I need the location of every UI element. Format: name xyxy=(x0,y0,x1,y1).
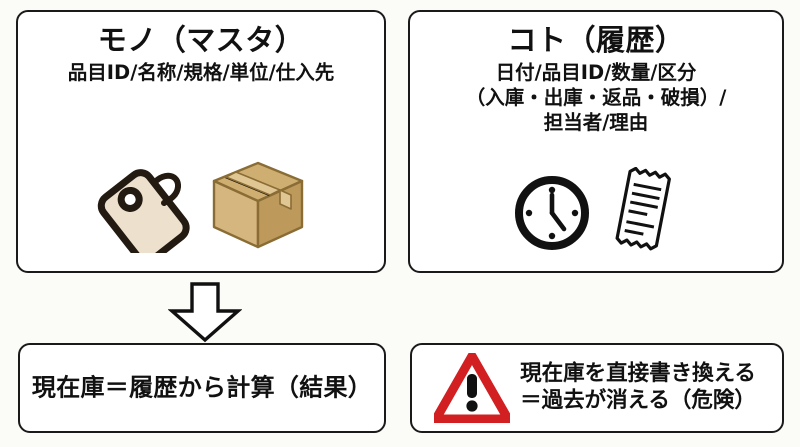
panel-history: コト（履歴） 日付/品目ID/数量/区分 （入庫・出庫・返品・破損）/ 担当者/… xyxy=(408,10,784,273)
panel-warning-text: 現在庫を直接書き換える ＝過去が消える（危険） xyxy=(520,361,756,414)
panel-result: 現在庫＝履歴から計算（結果） xyxy=(18,343,386,433)
panel-history-title: コト（履歴） xyxy=(507,23,685,57)
down-arrow xyxy=(167,281,243,343)
panel-history-subtitle-line-3: 担当者/理由 xyxy=(543,111,649,135)
panel-warning-text-line-1: 現在庫を直接書き換える xyxy=(520,361,756,387)
panel-history-subtitle-line-1: 日付/品目ID/数量/区分 xyxy=(495,61,697,85)
price-tag-icon xyxy=(95,161,191,265)
receipt-icon xyxy=(610,166,680,257)
panel-master-subtitle: 品目ID/名称/規格/単位/仕入先 xyxy=(18,61,384,86)
panel-master: モノ（マスタ） 品目ID/名称/規格/単位/仕入先 xyxy=(16,10,386,273)
panel-warning: 現在庫を直接書き換える ＝過去が消える（危険） xyxy=(410,343,784,433)
panel-master-subtitle-line-1: 品目ID/名称/規格/単位/仕入先 xyxy=(67,61,335,85)
panel-history-icon-row xyxy=(410,166,782,257)
cardboard-box-icon xyxy=(209,157,307,257)
panel-master-title: モノ（マスタ） xyxy=(97,23,305,57)
panel-master-icon-row xyxy=(18,157,384,265)
panel-result-text: 現在庫＝履歴から計算（結果） xyxy=(31,373,373,402)
clock-icon xyxy=(512,173,592,257)
panel-warning-text-line-2: ＝過去が消える（危険） xyxy=(520,388,756,413)
warning-triangle-icon xyxy=(431,351,513,424)
panel-history-subtitle-line-2: （入庫・出庫・返品・破損）/ xyxy=(465,86,727,110)
panel-history-subtitle: 日付/品目ID/数量/区分 （入庫・出庫・返品・破損）/ 担当者/理由 xyxy=(410,61,782,136)
panel-warning-inner: 現在庫を直接書き換える ＝過去が消える（危険） xyxy=(412,345,782,431)
